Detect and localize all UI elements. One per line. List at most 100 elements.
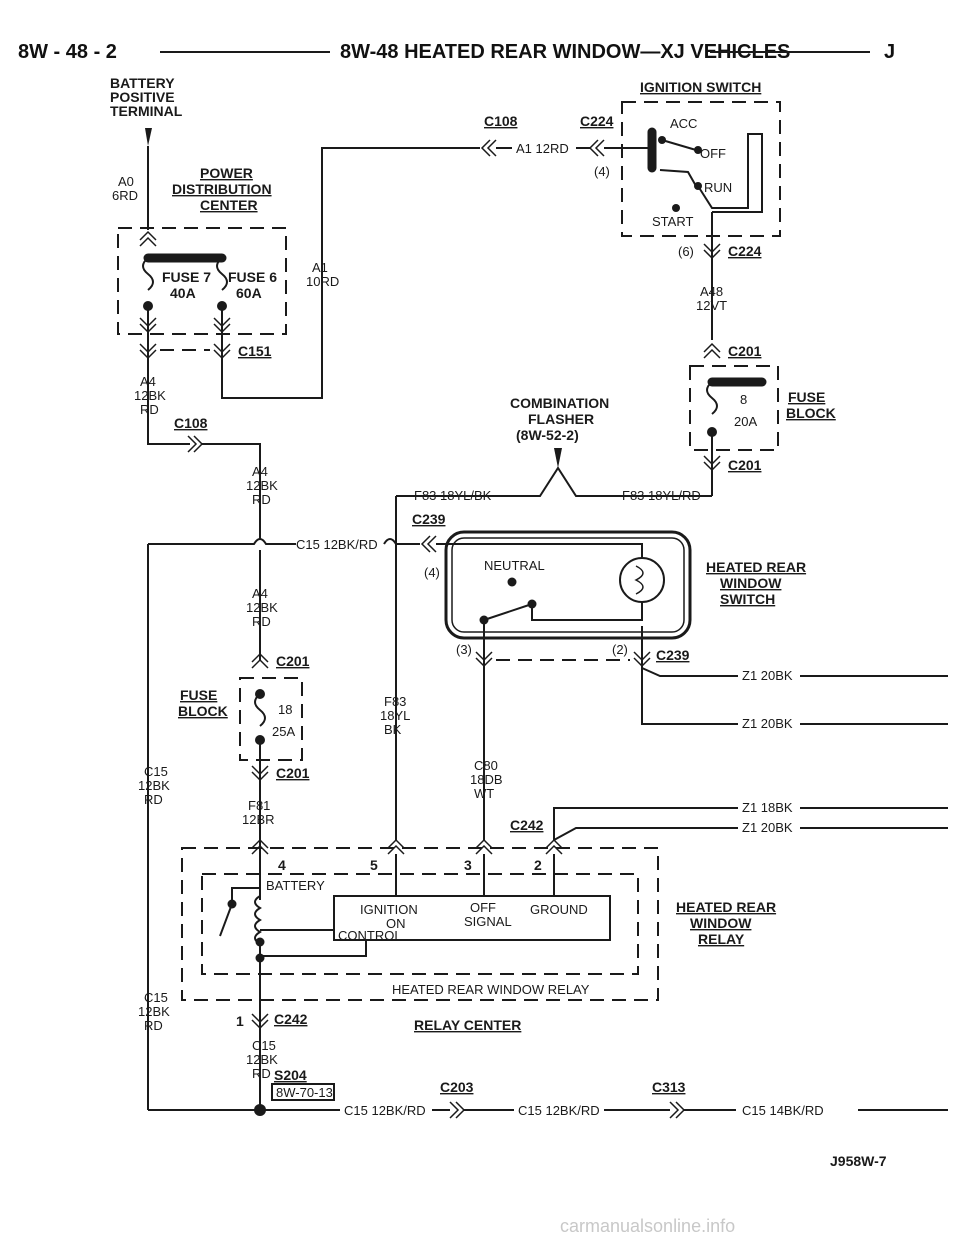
connector-c201-a-icon [703, 342, 721, 359]
connector-pdc-top-icon [139, 230, 157, 247]
wire-a4-c-line-2: 12BK [246, 600, 278, 615]
heated-rear-window-switch-inner [451, 537, 685, 633]
relay-pin-5-label: 5 [370, 857, 378, 873]
wire-c15-left-label: C15 12BK RD [138, 764, 170, 807]
relay-signal-label: SIGNAL [464, 914, 512, 929]
ign-start-terminal [672, 204, 680, 212]
ref-box-label: 8W-70-13 [276, 1085, 333, 1100]
fuse-7-label: FUSE 7 [162, 269, 211, 285]
vehicle-code: J [884, 41, 895, 63]
wire-f83-vert-label: F83 18YL BK [380, 694, 410, 737]
relay-on-label: ON [386, 916, 406, 931]
relay-control-label: CONTROL [338, 928, 402, 943]
switch-blade [483, 603, 533, 626]
wire-c15-left-line-3: RD [144, 792, 163, 807]
page-number: 8W - 48 - 2 [18, 41, 117, 63]
connector-c239-c15-icon [420, 535, 437, 553]
relay-contact-feed [231, 887, 260, 904]
wire-f83-flasher [396, 466, 712, 497]
wire-a4-b-line-1: A4 [252, 464, 268, 479]
wire-c15-s204-line-2: 12BK [246, 1052, 278, 1067]
fuse-7-icon [142, 257, 154, 291]
relay-internal-lead [259, 929, 334, 1000]
pin-4-switch: (4) [424, 565, 440, 580]
wire-f81-label-2: 12BR [242, 812, 275, 827]
wire-z1-a [641, 667, 738, 677]
connector-c239-pin3-icon [475, 651, 493, 668]
wire-f83-vert-line-2: 18YL [380, 708, 410, 723]
fuse-block-top-label-2: BLOCK [786, 405, 836, 421]
fuse-8-rating: 20A [734, 414, 757, 429]
wire-z1-d-label: Z1 20BK [742, 820, 793, 835]
relay-splice-point [255, 953, 265, 963]
connector-c203-label: C203 [440, 1079, 474, 1095]
connector-c201-c-label: C201 [276, 653, 310, 669]
pdc-label-3: CENTER [200, 197, 258, 213]
wire-c80-line-1: C80 [474, 758, 498, 773]
ignition-switch-contact [659, 139, 697, 187]
wire-c15-left2-line-3: RD [144, 1018, 163, 1033]
fuse-18-rating: 25A [272, 724, 295, 739]
relay-coil-icon [254, 895, 262, 945]
wire-a1 [221, 147, 480, 399]
ignition-switch-label: IGNITION SWITCH [640, 79, 761, 95]
relay-internal-label: HEATED REAR WINDOW RELAY [392, 982, 590, 997]
switch-feed [452, 543, 643, 558]
pin-2-switch: (2) [612, 642, 628, 657]
wire-c15-left-line-1: C15 [144, 764, 168, 779]
wire-f83-vert-line-1: F83 [384, 694, 406, 709]
fuse-18-label: 18 [278, 702, 292, 717]
fuse-8-icon [706, 381, 718, 415]
battery-label-line-2: POSITIVE [110, 89, 175, 105]
wire-a0-label-1: A0 [118, 174, 134, 189]
relay-pin-4-icon [251, 838, 269, 855]
relay-control-module [333, 895, 611, 941]
pin-3-switch: (3) [456, 642, 472, 657]
fuse-block-lower-label-2: BLOCK [178, 703, 228, 719]
wire-z1-a-label: Z1 20BK [742, 668, 793, 683]
relay-pin-5-icon [387, 838, 405, 855]
connector-c224-a-label: C224 [580, 113, 614, 129]
switch-neutral-terminal [507, 577, 517, 587]
wire-c80-label: C80 18DB WT [470, 758, 503, 801]
flasher-label-2: FLASHER [528, 411, 594, 427]
wire-c15-s204-line-3: RD [252, 1066, 271, 1081]
wire-a4-c-label: A4 12BK RD [246, 586, 278, 629]
relay-center-boundary [181, 847, 659, 1001]
ign-off-terminal [694, 146, 702, 154]
connector-c201-d-icon [251, 765, 269, 782]
switch-label-3: SWITCH [720, 591, 775, 607]
wire-c15-left-line-2: 12BK [138, 778, 170, 793]
wire-c15-bot1-label: C15 12BK/RD [344, 1103, 426, 1118]
relay-label: HEATED REAR WINDOW RELAY [676, 899, 776, 947]
connector-c313-label: C313 [652, 1079, 686, 1095]
fuse-8-label: 8 [740, 392, 747, 407]
wire-c15-bot2-label: C15 12BK/RD [518, 1103, 600, 1118]
relay-pin-3-label: 3 [464, 857, 472, 873]
battery-terminal-label: BATTERY POSITIVE TERMINAL [110, 75, 183, 119]
relay-pin-3-icon [475, 838, 493, 855]
connector-c201-a-label: C201 [728, 343, 762, 359]
switch-blade-pivot [479, 615, 489, 625]
ignition-switch-boundary [621, 101, 781, 237]
connector-c242-b-label: C242 [274, 1011, 308, 1027]
switch-lamp-icon [619, 557, 665, 603]
wire-z1-b-label: Z1 20BK [742, 716, 793, 731]
pdc-label-2: DISTRIBUTION [172, 181, 272, 197]
figure-code: J958W-7 [830, 1153, 887, 1169]
connector-c224-a-icon [588, 139, 605, 157]
fuse-7-rating: 40A [170, 285, 196, 301]
switch-label-1: HEATED REAR [706, 559, 806, 575]
relay-ignition-label: IGNITION [360, 902, 418, 917]
relay-pin-1-label: 1 [236, 1013, 244, 1029]
fuse-6-label: FUSE 6 [228, 269, 277, 285]
switch-lamp-filament-icon [634, 565, 644, 595]
connector-c242-a-label: C242 [510, 817, 544, 833]
flasher-arrow-icon [554, 448, 562, 468]
relay-pin-4-label: 4 [278, 857, 286, 873]
battery-arrow-icon [145, 128, 152, 146]
page-header: 8W - 48 - 2 8W-48 HEATED REAR WINDOW—XJ … [18, 41, 895, 63]
connector-c201-b-label: C201 [728, 457, 762, 473]
relay-label-2: WINDOW [690, 915, 752, 931]
